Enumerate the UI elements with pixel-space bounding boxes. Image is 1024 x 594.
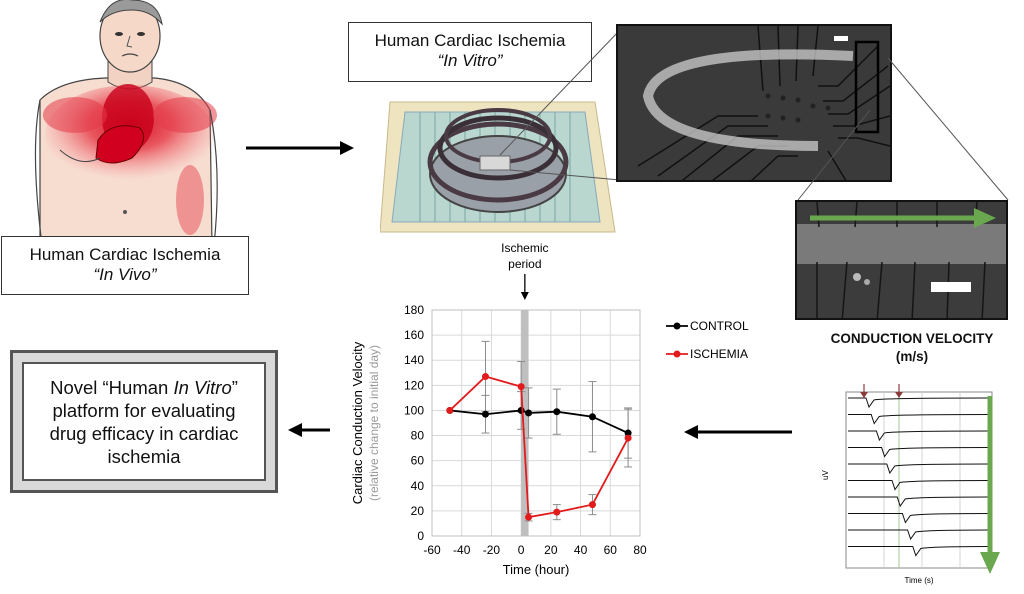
novel-platform-text: Novel “Human In Vitro” platform for eval… — [22, 362, 266, 481]
y-tick-label: 60 — [411, 454, 425, 468]
trace-line — [848, 397, 991, 409]
x-tick-label: -20 — [483, 543, 501, 557]
mea-chip-illustration — [380, 101, 616, 233]
arrow-to-in-vitro — [246, 141, 354, 155]
y-tick-label: 180 — [404, 303, 424, 317]
electrophysiology-traces: uV Time (s) — [822, 384, 1000, 585]
data-point-control — [624, 429, 632, 437]
chart-legend: CONTROL ISCHEMIA — [666, 319, 749, 361]
legend-label-ischemia: ISCHEMIA — [690, 347, 748, 361]
x-tick-label: 0 — [518, 543, 525, 557]
trace-line — [848, 414, 991, 425]
chart-x-axis-label: Time (hour) — [503, 562, 570, 577]
chart-y-axis-label: Cardiac Conduction Velocity — [350, 341, 365, 504]
chart-grid — [431, 309, 641, 537]
novel-text-pre: Novel “Human — [50, 376, 174, 398]
series-line-ischemia — [449, 375, 629, 519]
ischemic-period-arrow — [520, 274, 529, 300]
y-tick-label: 160 — [404, 328, 424, 342]
ischemic-period-band — [521, 310, 529, 536]
y-tick-label: 20 — [411, 504, 425, 518]
x-tick-label: 20 — [544, 543, 558, 557]
legend-label-control: CONTROL — [690, 319, 749, 333]
x-tick-label: -40 — [453, 543, 471, 557]
data-point-ischemia — [517, 383, 525, 391]
arrow-to-chart — [684, 425, 792, 439]
y-tick-label: 0 — [417, 529, 424, 543]
human-torso-illustration — [34, 0, 218, 245]
conduction-velocity-chart: 0 20 40 60 80 100 120 140 160 180 -60 -40 -20 0 20 40 60… — [350, 241, 749, 577]
trace-line — [848, 513, 991, 524]
x-tick-label: -60 — [423, 543, 441, 557]
plot-border — [431, 309, 641, 537]
y-tick-label: 40 — [411, 479, 425, 493]
y-tick-label: 100 — [404, 403, 424, 417]
data-point-control — [481, 410, 489, 418]
chart-axes: 0 20 40 60 80 100 120 140 160 180 -60 -40 -20 0 20 40 60… — [404, 303, 647, 557]
conduction-velocity-label: CONDUCTION VELOCITY — [830, 331, 994, 346]
y-tick-label: 80 — [411, 429, 425, 443]
novel-text-italic: In Vitro — [173, 376, 232, 398]
data-point-ischemia — [446, 406, 454, 414]
zoom-connector-lines-2 — [797, 57, 1009, 201]
arrow-to-novel-platform — [288, 423, 330, 437]
chart-series — [446, 340, 633, 522]
data-point-ischemia — [588, 501, 596, 509]
trace-line — [848, 463, 991, 475]
trace-line — [848, 546, 991, 557]
legend-swatch-marker — [673, 322, 681, 330]
trace-line — [848, 430, 991, 442]
in-vitro-label: Human Cardiac Ischemia “In Vitro” — [348, 22, 592, 82]
chart-y-axis-sublabel: (relative change to initial day) — [367, 345, 381, 501]
data-point-ischemia — [481, 373, 489, 381]
trace-line — [848, 529, 991, 541]
trace-line — [848, 496, 991, 508]
trace-line — [848, 447, 991, 458]
in-vitro-title: Human Cardiac Ischemia — [374, 31, 566, 50]
in-vitro-subtitle: “In Vitro” — [437, 51, 503, 70]
trace-line — [848, 480, 991, 491]
data-point-ischemia — [525, 513, 533, 521]
microscopy-zoom-image — [795, 200, 1008, 320]
trace-y-axis-label: uV — [822, 470, 830, 480]
in-vivo-title: Human Cardiac Ischemia — [29, 245, 221, 264]
x-tick-label: 60 — [604, 543, 618, 557]
data-point-control — [517, 406, 525, 414]
zoom-connector-lines — [499, 29, 621, 181]
data-point-control — [588, 413, 596, 421]
novel-platform-box: Novel “Human In Vitro” platform for eval… — [10, 350, 278, 493]
ischemic-period-label-1: Ischemic — [501, 241, 548, 255]
microscopy-image-mea — [616, 24, 892, 182]
data-point-control — [553, 408, 561, 416]
data-point-ischemia — [624, 434, 632, 442]
trace-x-axis-label: Time (s) — [904, 576, 933, 585]
in-vivo-label: Human Cardiac Ischemia “In Vivo” — [1, 236, 249, 295]
x-tick-label: 80 — [633, 543, 647, 557]
data-point-ischemia — [553, 508, 561, 516]
novel-text-post: ” platform for evaluating drug efficacy … — [49, 376, 239, 467]
in-vivo-subtitle: “In Vivo” — [93, 265, 157, 284]
legend-swatch-marker — [673, 350, 681, 358]
y-tick-label: 120 — [404, 378, 424, 392]
data-point-control — [525, 409, 533, 417]
series-line-control — [449, 409, 629, 434]
propagation-arrow-horizontal — [810, 208, 996, 228]
ischemic-period-label-2: period — [508, 257, 541, 271]
conduction-velocity-title: CONDUCTION VELOCITY (m/s) — [812, 330, 1012, 366]
x-tick-label: 40 — [574, 543, 588, 557]
conduction-velocity-unit: (m/s) — [895, 349, 929, 364]
y-tick-label: 140 — [404, 353, 424, 367]
